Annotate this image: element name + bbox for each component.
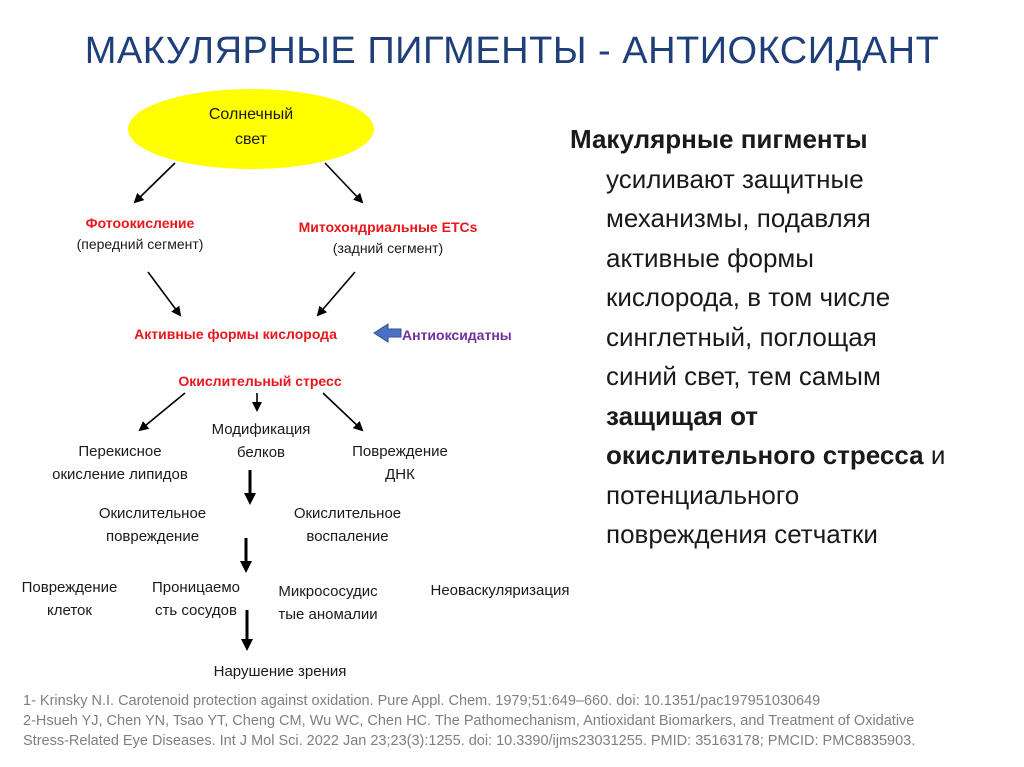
mitochondrial-title: Митохондриальные ETCs <box>298 219 478 235</box>
cell-damage-node: Повреждение клеток <box>21 579 118 619</box>
antioxidants-node: Антиоксидатны <box>402 327 512 343</box>
side-text-bold-3: окислительного стресса <box>606 440 924 470</box>
reference-2-cont: Stress-Related Eye Diseases. Int J Mol S… <box>23 733 916 749</box>
reference-1: 1- Krinsky N.I. Carotenoid protection ag… <box>23 693 821 709</box>
vision-impairment-node: Нарушение зрения <box>213 663 347 680</box>
dna-damage-node: Повреждение ДНК <box>352 443 448 483</box>
photooxidation-node: Фотоокисление (передний сегмент) <box>40 213 240 255</box>
reference-2: 2-Hsueh YJ, Chen YN, Tsao YT, Cheng CM, … <box>23 713 915 729</box>
lipid-peroxidation-node: Перекисное окисление липидов <box>52 443 188 483</box>
side-text: Макулярные пигменты усиливают защитные м… <box>570 124 946 549</box>
vessel-permeability-node: Проницаемо сть сосудов <box>151 579 241 619</box>
mitochondrial-node: Митохондриальные ETCs (задний сегмент) <box>268 217 508 259</box>
ros-node: Активные формы кислорода <box>134 326 337 342</box>
neovascularization-node: Неоваскуляризация <box>430 582 570 599</box>
arrow-sun-to-mitochondrial <box>324 162 364 204</box>
side-text-bold-1: Макулярные пигменты <box>570 124 868 154</box>
references: 1- Krinsky N.I. Carotenoid protection ag… <box>23 691 1013 751</box>
arrow-stress-to-lipid <box>138 392 186 432</box>
mitochondrial-subtitle: (задний сегмент) <box>332 240 444 256</box>
slide-title: МАКУЛЯРНЫЕ ПИГМЕНТЫ - АНТИОКСИДАНТ <box>84 30 940 72</box>
arrow-mitochondrial-to-ros <box>316 271 356 317</box>
oxidative-inflammation-node: Окислительное воспаление <box>293 505 402 545</box>
sunlight-label: Солнечный свет <box>208 106 294 148</box>
photooxidation-subtitle: (передний сегмент) <box>76 236 204 252</box>
oxidative-damage-node: Окислительное повреждение <box>98 505 207 545</box>
antioxidant-block-arrow <box>373 323 402 343</box>
arrow-photooxidation-to-ros <box>147 271 182 317</box>
arrow-sun-to-photooxidation <box>133 162 176 204</box>
sunlight-ellipse <box>128 89 374 169</box>
oxidative-stress-node: Окислительный стресс <box>178 373 342 389</box>
photooxidation-title: Фотоокисление <box>85 215 195 231</box>
arrow-stress-to-dna <box>322 392 364 432</box>
side-text-bold-2: защищая от <box>606 400 759 431</box>
protein-modification-node: Модификация белков <box>211 421 311 461</box>
microvascular-node: Микрососудис тые аномалии <box>278 583 378 623</box>
